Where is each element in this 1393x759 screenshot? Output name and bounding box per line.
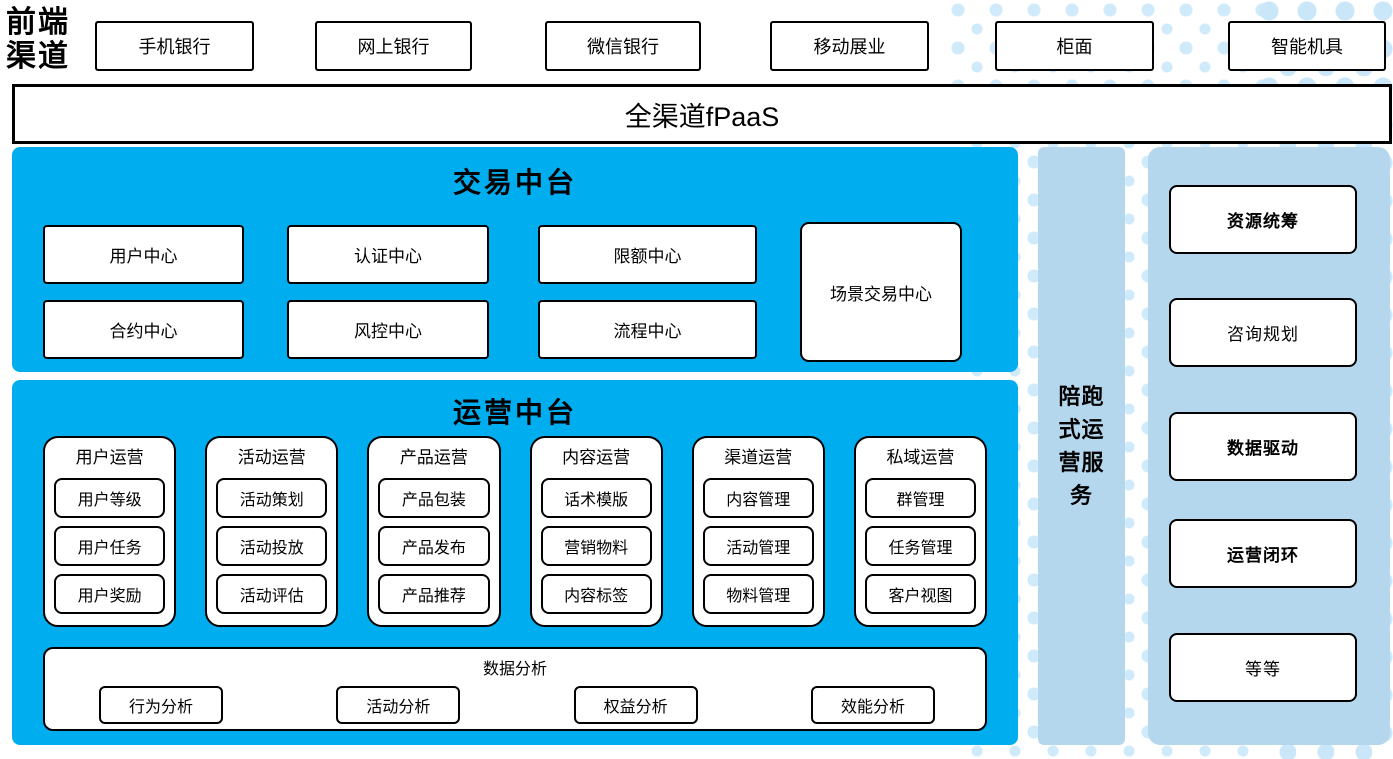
ops-column-title: 产品运营 bbox=[399, 448, 468, 467]
ops-item: 活动评估 bbox=[216, 574, 328, 614]
ops-column-title: 活动运营 bbox=[237, 448, 306, 467]
ops-item: 活动策划 bbox=[216, 478, 328, 518]
ops-item: 话术模版 bbox=[540, 478, 652, 518]
channel-box-mobile-marketing: 移动展业 bbox=[770, 21, 929, 71]
channel-label: 柜面 bbox=[1056, 37, 1093, 57]
operation-platform-block: 运营中台 用户运营 用户等级 用户任务 用户奖励 活动运营 活动策划 活动投放 … bbox=[12, 380, 1018, 745]
ops-item: 产品推荐 bbox=[378, 574, 490, 614]
ops-item: 产品发布 bbox=[378, 526, 490, 566]
ops-column-content: 内容运营 话术模版 营销物料 内容标签 bbox=[529, 436, 663, 627]
ops-column-title: 私域运营 bbox=[886, 448, 955, 467]
ops-item: 产品包装 bbox=[378, 478, 490, 518]
ops-item: 用户任务 bbox=[54, 526, 166, 566]
service-box-consulting-planning: 咨询规划 bbox=[1169, 298, 1357, 367]
companion-service-bar: 陪跑式运营服务 bbox=[1038, 147, 1125, 745]
analysis-box-rights: 权益分析 bbox=[573, 686, 698, 724]
service-box-resource-coordination: 资源统筹 bbox=[1169, 185, 1357, 254]
operation-platform-title: 运营中台 bbox=[452, 396, 577, 429]
ops-column-title: 渠道运营 bbox=[724, 448, 793, 467]
center-box-scene-transaction: 场景交易中心 bbox=[800, 222, 962, 362]
ops-item: 群管理 bbox=[864, 478, 977, 518]
ops-item: 用户奖励 bbox=[54, 574, 166, 614]
channel-label: 智能机具 bbox=[1271, 37, 1343, 57]
channel-label: 手机银行 bbox=[138, 37, 211, 57]
companion-service-label: 陪跑式运营服务 bbox=[1058, 384, 1105, 508]
ops-item: 任务管理 bbox=[864, 526, 977, 566]
analysis-box-efficiency: 效能分析 bbox=[810, 686, 935, 724]
transaction-platform-title: 交易中台 bbox=[452, 166, 577, 199]
ops-item: 活动管理 bbox=[702, 526, 814, 566]
center-box-limit: 限额中心 bbox=[538, 225, 757, 284]
ops-column-private-domain: 私域运营 群管理 任务管理 客户视图 bbox=[853, 436, 988, 627]
ops-item: 内容管理 bbox=[702, 478, 814, 518]
operation-columns: 用户运营 用户等级 用户任务 用户奖励 活动运营 活动策划 活动投放 活动评估 … bbox=[43, 436, 988, 627]
service-box-etc: 等等 bbox=[1169, 633, 1357, 702]
channel-box-mobile-banking: 手机银行 bbox=[95, 21, 254, 71]
fpaas-label: 全渠道fPaaS bbox=[624, 101, 780, 132]
analysis-box-activity: 活动分析 bbox=[336, 686, 461, 724]
ops-item: 活动投放 bbox=[216, 526, 328, 566]
channel-box-smart-devices: 智能机具 bbox=[1228, 21, 1386, 71]
fpaas-bar: 全渠道fPaaS bbox=[12, 84, 1392, 144]
transaction-platform-block: 交易中台 用户中心 认证中心 限额中心 合约中心 风控中心 流程中心 场景交易中… bbox=[12, 147, 1018, 372]
ops-item: 物料管理 bbox=[702, 574, 814, 614]
center-box-risk: 风控中心 bbox=[287, 300, 489, 359]
center-box-auth: 认证中心 bbox=[287, 225, 489, 284]
ops-item: 营销物料 bbox=[540, 526, 652, 566]
ops-column-channel: 渠道运营 内容管理 活动管理 物料管理 bbox=[691, 436, 825, 627]
data-analysis-title: 数据分析 bbox=[482, 661, 547, 678]
ops-column-title: 内容运营 bbox=[562, 448, 631, 467]
channel-label: 微信银行 bbox=[587, 37, 659, 57]
right-service-panel: 资源统筹 咨询规划 数据驱动 运营闭环 等等 bbox=[1148, 147, 1390, 745]
ops-column-title: 用户运营 bbox=[75, 448, 144, 467]
data-analysis-row: 行为分析 活动分析 权益分析 效能分析 bbox=[45, 679, 985, 724]
ops-item: 客户视图 bbox=[864, 574, 977, 614]
ops-item: 内容标签 bbox=[540, 574, 652, 614]
channel-box-online-banking: 网上银行 bbox=[315, 21, 472, 71]
ops-item: 用户等级 bbox=[54, 478, 166, 518]
channel-box-counter: 柜面 bbox=[995, 21, 1154, 71]
channel-label: 移动展业 bbox=[813, 37, 886, 57]
center-box-contract: 合约中心 bbox=[43, 300, 244, 359]
ops-column-user: 用户运营 用户等级 用户任务 用户奖励 bbox=[43, 436, 177, 627]
ops-column-activity: 活动运营 活动策划 活动投放 活动评估 bbox=[205, 436, 339, 627]
ops-column-product: 产品运营 产品包装 产品发布 产品推荐 bbox=[367, 436, 501, 627]
analysis-box-behavior: 行为分析 bbox=[99, 686, 223, 724]
channel-label: 网上银行 bbox=[357, 37, 430, 57]
center-box-user: 用户中心 bbox=[43, 225, 244, 284]
front-channel-label: 前端渠道 bbox=[6, 5, 70, 75]
service-box-operation-loop: 运营闭环 bbox=[1169, 519, 1357, 588]
center-box-process: 流程中心 bbox=[538, 300, 757, 359]
service-box-data-driven: 数据驱动 bbox=[1169, 412, 1357, 481]
data-analysis-panel: 数据分析 行为分析 活动分析 权益分析 效能分析 bbox=[43, 647, 987, 731]
channel-box-wechat-banking: 微信银行 bbox=[545, 21, 701, 71]
